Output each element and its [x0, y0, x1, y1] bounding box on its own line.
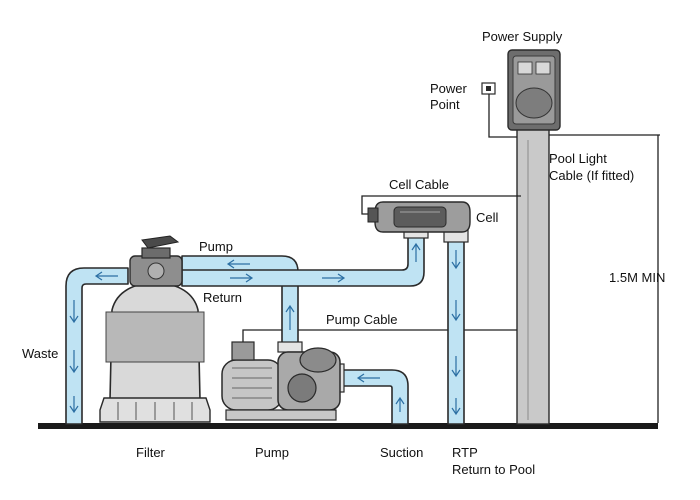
pump-motor-icon	[221, 341, 341, 421]
chlorinator-cell-icon	[367, 201, 471, 233]
cell-cable	[361, 195, 521, 215]
pool-light-label-line1: Pool Light	[549, 151, 607, 166]
pump-top-fitting	[277, 341, 303, 353]
height-label: 1.5M MIN	[609, 270, 665, 285]
power-point-label-line2: Point	[430, 97, 460, 112]
pump-bottom-label: Pump	[255, 445, 289, 460]
waste-label: Waste	[22, 346, 58, 361]
suction-label: Suction	[380, 445, 423, 460]
suction-pipe	[339, 369, 409, 425]
power-supply-post	[516, 127, 550, 425]
cell-cable-label: Cell Cable	[389, 177, 449, 192]
pool-light-label-line2: Cable (If fitted)	[549, 168, 634, 183]
pump-top-label: Pump	[199, 239, 233, 254]
rtp-label: RTP	[452, 445, 478, 460]
flow-arrows	[69, 242, 461, 416]
pump-cable-label: Pump Cable	[326, 312, 398, 327]
pump-cable	[242, 329, 517, 344]
ground-line	[38, 423, 658, 429]
power-point-outlet-icon	[481, 82, 496, 95]
cell-label: Cell	[476, 210, 499, 225]
power-supply-label: Power Supply	[482, 29, 563, 44]
filter-tank-icon	[99, 235, 211, 423]
power-point-label-line1: Power	[430, 81, 468, 96]
power-point-cable	[488, 94, 517, 138]
power-supply-unit	[507, 49, 561, 131]
waste-pipe	[65, 267, 129, 425]
filter-label: Filter	[136, 445, 166, 460]
return-to-pool-label: Return to Pool	[452, 462, 535, 477]
return-label: Return	[203, 290, 242, 305]
